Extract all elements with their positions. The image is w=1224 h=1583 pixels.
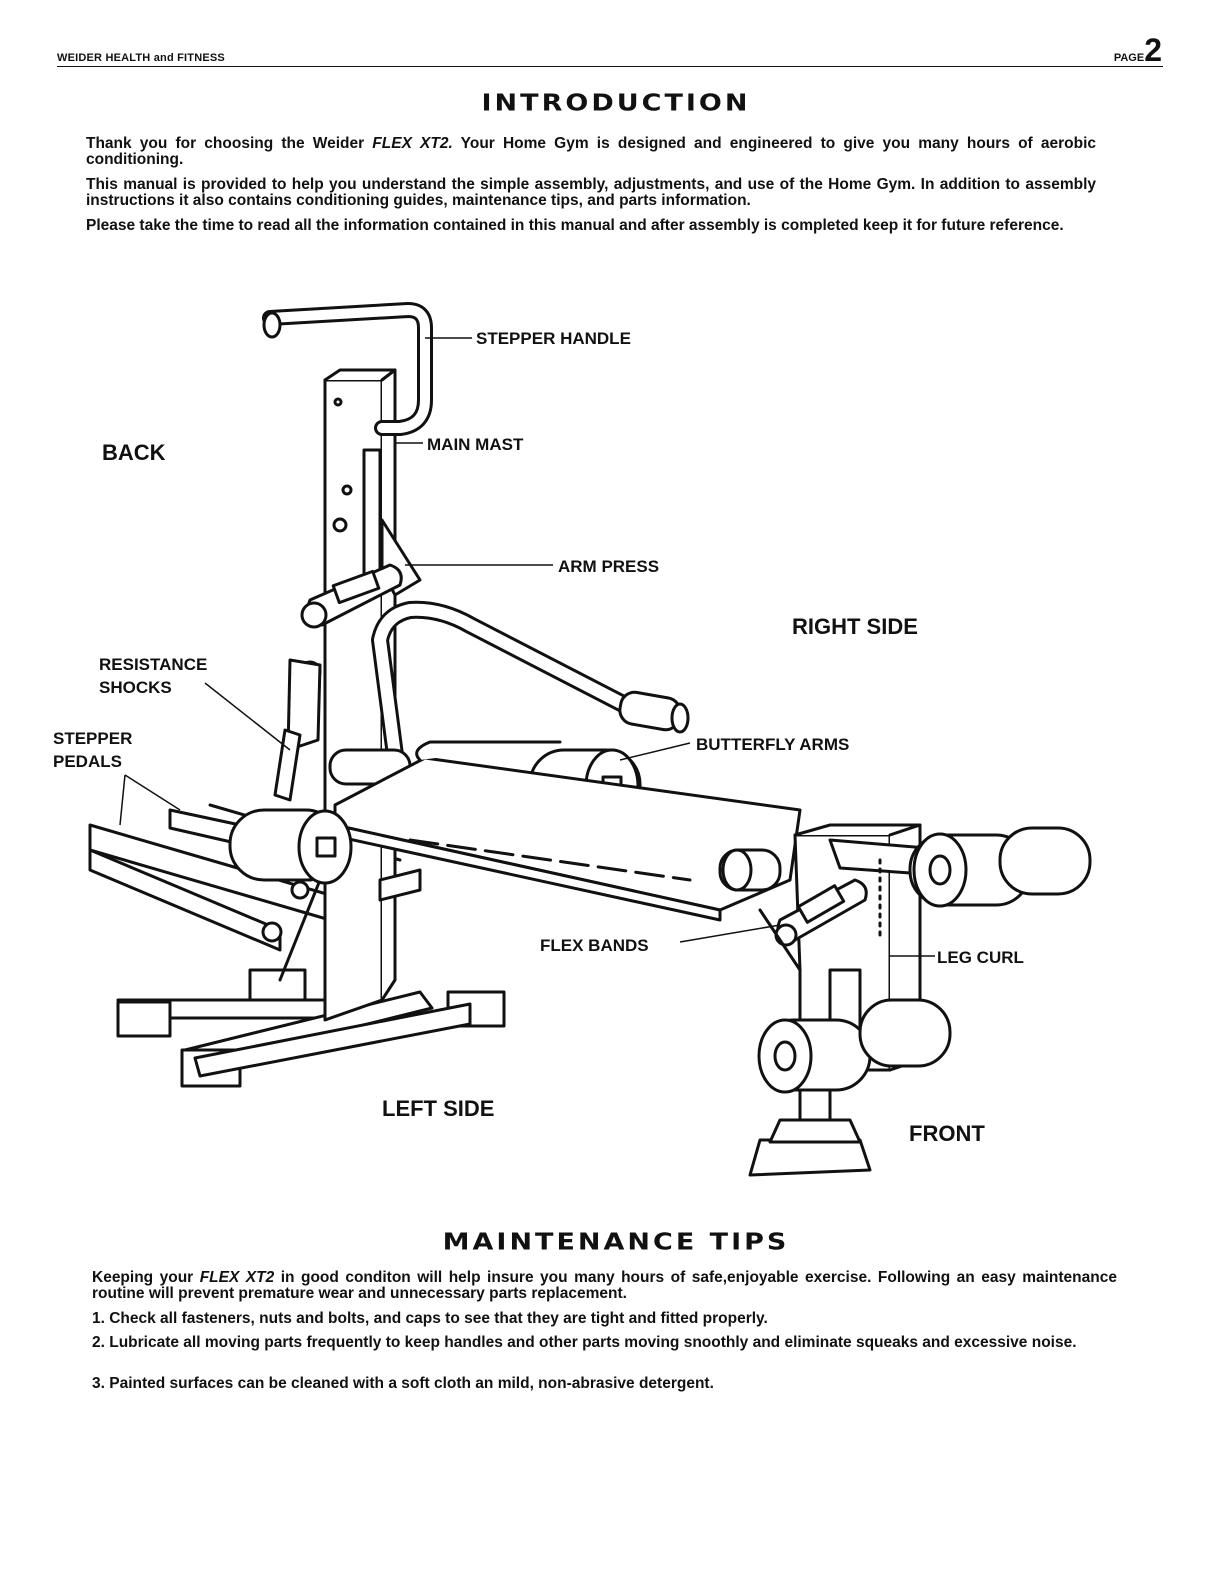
label-arm-press: ARM PRESS <box>558 557 659 576</box>
label-right-side: RIGHT SIDE <box>792 614 918 639</box>
maint-product-name: FLEX XT2 <box>199 1269 275 1286</box>
leg-curl-rollers <box>718 826 1092 1094</box>
butterfly-arms <box>371 600 690 764</box>
intro-paragraph-1: Thank you for choosing the Weider FLEX X… <box>86 136 1096 168</box>
maintenance-tip: 1. Check all fasteners, nuts and bolts, … <box>92 1310 768 1327</box>
header-title: WEIDER HEALTH and FITNESS <box>57 52 225 64</box>
label-front: FRONT <box>909 1121 985 1146</box>
intro-paragraph-3: Please take the time to read all the inf… <box>86 217 1064 234</box>
page-number: 2 <box>1144 32 1162 68</box>
intro-p1-start: Thank you for choosing the Weider <box>86 135 373 152</box>
header-rule <box>57 66 1163 67</box>
label-stepper: STEPPER <box>53 729 132 748</box>
maintenance-tip: 2. Lubricate all moving parts frequently… <box>92 1334 1077 1351</box>
arm-press <box>273 563 403 802</box>
label-leg-curl: LEG CURL <box>937 948 1024 967</box>
label-shocks: SHOCKS <box>99 678 172 697</box>
rear-base <box>116 990 506 1088</box>
product-name: FLEX XT2. <box>372 135 453 152</box>
leader-lines <box>119 337 935 957</box>
label-stepper-handle: STEPPER HANDLE <box>476 329 631 348</box>
front-arm-press <box>758 878 868 972</box>
label-main-mast: MAIN MAST <box>427 435 524 454</box>
intro-paragraph-2: This manual is provided to help you unde… <box>86 176 1096 209</box>
maintenance-intro: Keeping your FLEX XT2 in good conditon w… <box>92 1270 1117 1302</box>
home-gym-diagram: STEPPER HANDLE MAIN MAST BACK ARM PRESS … <box>53 302 1092 1177</box>
maintenance-tip: 3. Painted surfaces can be cleaned with … <box>92 1375 714 1392</box>
label-butterfly-arms: BUTTERFLY ARMS <box>696 735 849 754</box>
label-resistance: RESISTANCE <box>99 655 207 674</box>
label-flex-bands: FLEX BANDS <box>540 936 649 955</box>
maint-intro-start: Keeping your <box>92 1269 200 1286</box>
bench-pad <box>333 740 802 922</box>
label-pedals: PEDALS <box>53 752 122 771</box>
main-mast <box>323 368 422 1022</box>
label-back: BACK <box>102 440 166 465</box>
page-indicator: PAGE 2 <box>1114 34 1162 66</box>
maint-intro-end: in good conditon will help insure you ma… <box>92 1269 1117 1302</box>
intro-p1-end: Your Home Gym is designed and engineered… <box>86 135 1096 168</box>
maintenance-title: MAINTENANCE TIPS <box>442 1229 790 1256</box>
label-left-side: LEFT SIDE <box>382 1096 494 1121</box>
leg-rollers-left <box>228 808 422 902</box>
page-label: PAGE <box>1113 52 1145 64</box>
introduction-title: INTRODUCTION <box>481 90 751 117</box>
